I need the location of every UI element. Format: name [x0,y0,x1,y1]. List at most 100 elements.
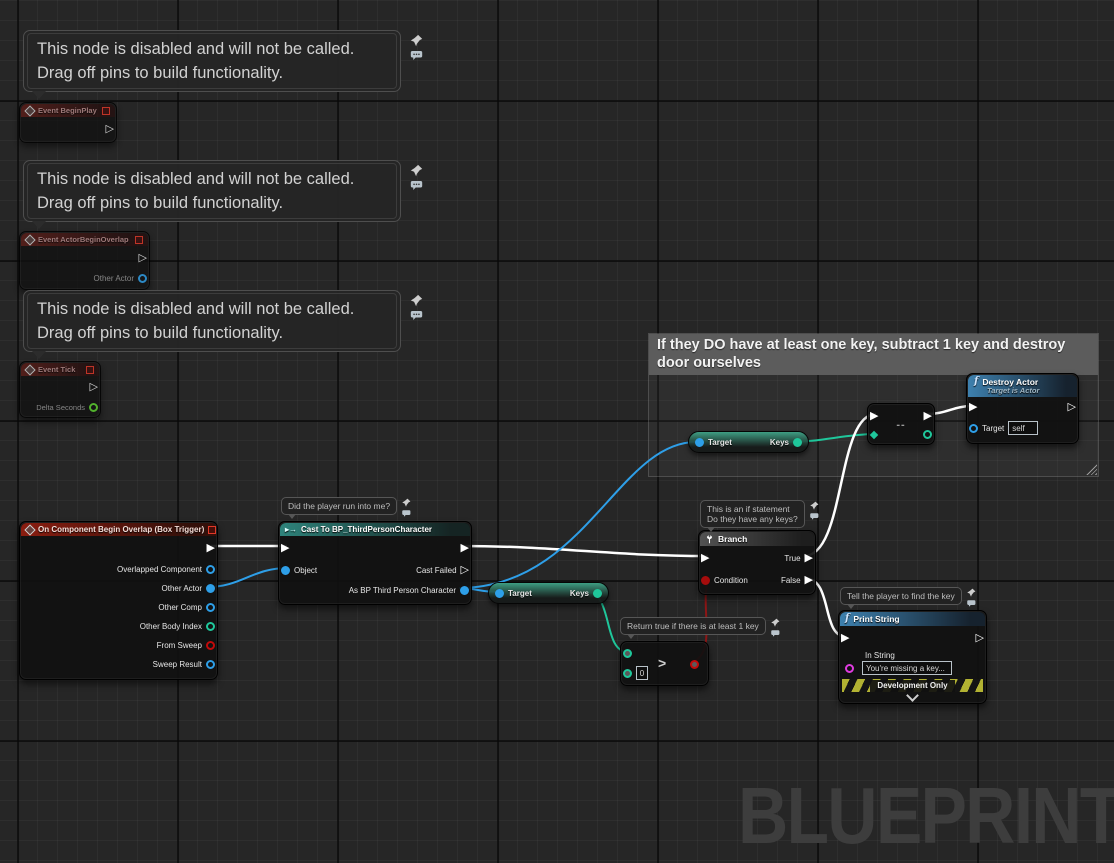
sweep-result-pin[interactable] [206,660,215,669]
object-pin[interactable] [281,565,290,575]
disabled-node-tooltip-1: This node is disabled and will not be ca… [23,30,423,99]
pushpin-icon[interactable] [410,294,423,307]
comment-bubble-icon[interactable] [410,50,423,61]
exec-out-pin[interactable]: ▷ [1067,400,1076,413]
development-only-banner: Development Only [842,679,983,692]
other-body-index-pin[interactable] [206,622,215,631]
pushpin-icon[interactable] [809,501,819,510]
comment-bubble-icon[interactable] [809,513,819,521]
exec-out-pin[interactable]: ▷ [975,631,984,644]
pushpin-icon[interactable] [770,618,780,627]
exec-in-pin[interactable]: ▶ [281,541,290,554]
exec-out-pin[interactable]: ▷ [138,250,147,264]
false-pin[interactable]: ▶ [804,573,813,586]
target-pin[interactable] [495,588,504,598]
pin-label: Delta Seconds [36,402,85,412]
exec-out-pin[interactable]: ▶ [460,541,469,554]
pin-label: Keys [769,437,789,447]
exec-in-pin[interactable]: ▶ [870,408,879,422]
as-character-pin[interactable] [460,585,469,595]
event-icon [24,363,36,376]
pin-label: Condition [714,575,748,585]
wire-true-to-decrement[interactable] [803,412,877,558]
exec-in-pin[interactable]: ▶ [969,400,978,413]
target-pin[interactable] [695,437,704,447]
pushpin-icon[interactable] [402,498,411,507]
bubble-text: Tell the player to find the key [847,591,955,601]
other-actor-pin[interactable] [206,584,215,593]
result-pin[interactable] [690,660,699,669]
operand-b-pin[interactable] [623,668,632,678]
node-on-component-begin-overlap[interactable]: On Component Begin Overlap (Box Trigger)… [19,521,218,680]
pin-label: Target [708,437,732,447]
node-title: Event ActorBeginOverlap [38,235,129,244]
comment-resize-handle[interactable] [1086,464,1097,475]
exec-in-pin[interactable]: ▶ [701,551,710,564]
target-self-field[interactable] [1008,421,1039,435]
node-get-keys-1[interactable]: Target Keys [688,431,809,453]
tooltip-tail [32,91,46,99]
delta-seconds-pin[interactable] [89,402,98,412]
bubble-tail [847,604,855,609]
tooltip-line-1: This node is disabled and will not be ca… [37,300,355,318]
true-pin[interactable]: ▶ [804,551,813,564]
node-comment-bubble-print[interactable]: Tell the player to find the key [840,587,976,609]
node-event-tick[interactable]: Event Tick ▷ Delta Seconds [19,361,101,418]
disabled-indicator-icon [102,106,110,115]
pin-label: In String [865,650,895,660]
wire-as-character-to-getkeys1[interactable] [458,441,697,589]
wire-exec-cast-to-branch[interactable] [459,544,709,558]
exec-out-pin[interactable]: ▶ [206,541,215,554]
bubble-controls [770,618,780,638]
exec-out-pin[interactable]: ▷ [89,380,98,393]
from-sweep-pin[interactable] [206,641,215,650]
comment-bubble-icon[interactable] [402,510,411,518]
node-get-keys-2[interactable]: Target Keys [488,582,609,604]
node-destroy-actor[interactable]: f Destroy Actor Target is Actor ▶ ▷ Targ… [966,373,1079,444]
exec-out-pin[interactable]: ▶ [923,408,932,422]
operand-a-pin[interactable] [623,649,632,658]
in-string-pin[interactable] [845,663,854,673]
node-comment-bubble-branch[interactable]: This is an if statement Do they have any… [700,500,819,532]
wire-otheractor-to-object[interactable] [206,567,289,588]
node-comment-bubble-greater[interactable]: Return true if there is at least 1 key [620,617,780,639]
in-string-field[interactable] [862,661,952,675]
keys-pin[interactable] [593,588,602,598]
other-comp-pin[interactable] [206,603,215,612]
pushpin-icon[interactable] [410,34,423,47]
node-decrement-int[interactable]: ▶ ▶ -- [867,403,935,445]
other-actor-pin[interactable] [138,274,147,283]
exec-out-pin[interactable]: ▷ [105,122,114,135]
comment-bubble-icon[interactable] [966,600,976,608]
node-print-string[interactable]: f Print String ▶ ▷ In String Development… [838,610,987,704]
exec-in-pin[interactable]: ▶ [841,631,850,644]
event-icon [24,523,36,536]
pin-label: Sweep Result [152,660,202,669]
pin-label: Cast Failed [416,565,457,575]
comment-bubble-icon[interactable] [410,310,423,321]
target-pin[interactable] [969,423,978,433]
node-greater-than[interactable]: > [620,641,709,686]
event-icon [24,104,36,117]
tooltip-tail [32,221,46,229]
result-pin[interactable] [923,430,932,439]
comment-bubble-icon[interactable] [410,180,423,191]
condition-pin[interactable] [701,575,710,585]
keys-pin[interactable] [793,437,802,447]
pushpin-icon[interactable] [966,588,976,597]
node-event-beginplay[interactable]: Event BeginPlay ▷ [19,102,117,143]
node-cast-to-thirdpersoncharacter[interactable]: ▸→ Cast To BP_ThirdPersonCharacter ▶ ▶ O… [278,521,472,605]
pushpin-icon[interactable] [410,164,423,177]
tooltip-line-1: This node is disabled and will not be ca… [37,40,355,58]
node-comment-bubble-cast[interactable]: Did the player run into me? [281,497,411,519]
comment-bubble-icon[interactable] [770,630,780,638]
operand-b-field[interactable] [636,666,648,680]
node-event-actorbeginoverlap[interactable]: Event ActorBeginOverlap ▷ Other Actor [19,231,150,290]
comment-group-title[interactable]: If they DO have at least one key, subtra… [649,334,1098,375]
node-branch[interactable]: Branch ▶ True ▶ Condition False ▶ [698,530,816,595]
cast-failed-pin[interactable]: ▷ [460,563,469,576]
value-in-pin[interactable] [869,430,879,439]
overlapped-component-pin[interactable] [206,565,215,574]
